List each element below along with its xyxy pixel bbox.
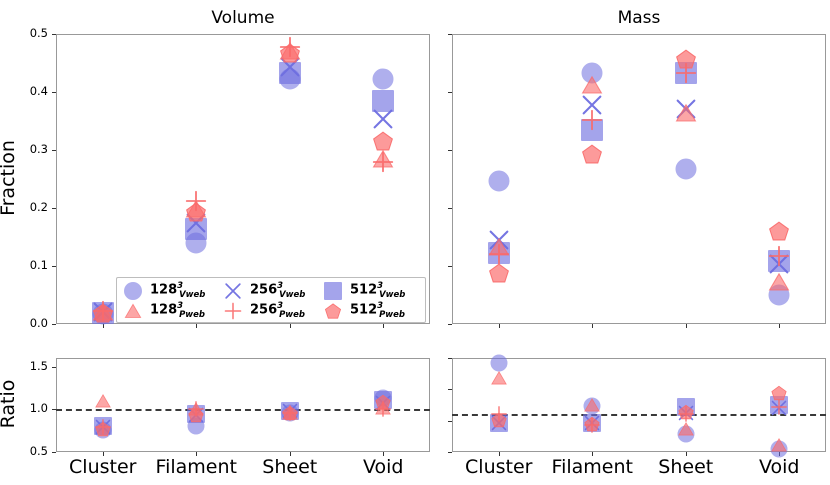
volume-fraction-xtick	[102, 324, 104, 328]
volume-ratio-ytick-label: 1.5	[29, 358, 48, 373]
mass-fraction-ytick	[448, 266, 452, 267]
volume-fraction-ytick-label: 0.3	[29, 142, 48, 156]
volume-ratio-ytick	[52, 366, 56, 368]
volume-fraction-ytick	[52, 266, 56, 267]
xtick-label-cluster: Cluster	[69, 456, 137, 478]
marker-x-icon	[224, 282, 242, 300]
ratio-axis-label: Ratio	[0, 379, 19, 429]
xtick-label-cluster: Cluster	[465, 456, 533, 478]
xtick-label-void: Void	[759, 456, 800, 478]
marker-plus-icon	[224, 302, 242, 320]
volume-ratio-xtick	[383, 452, 385, 456]
legend-item-256_pweb[interactable]: 2563Pweb	[221, 301, 321, 321]
mass-fraction-ytick	[448, 34, 452, 35]
volume-fraction-ytick-label: 0.4	[29, 84, 48, 98]
volume-panel-title: Volume	[211, 8, 275, 28]
xtick-label-sheet: Sheet	[658, 456, 714, 478]
volume-fraction-ytick	[52, 150, 56, 151]
fraction-axis-label: Fraction	[0, 140, 19, 216]
legend-marker-256_vweb	[221, 281, 245, 301]
legend-box: 1283Vweb 2563Vweb 5123Vweb 1283Pweb 2563Pweb…	[116, 277, 426, 323]
legend-marker-256_pweb	[221, 301, 245, 321]
legend-item-512_pweb[interactable]: 5123Pweb	[321, 301, 421, 321]
mass-fraction-ytick	[448, 208, 452, 209]
volume-fraction-ytick-label: 0.0	[29, 316, 48, 330]
mass-ratio-ytick	[448, 420, 452, 422]
mass-ratio-ytick	[448, 389, 452, 391]
legend-marker-512_vweb	[321, 281, 345, 301]
volume-ratio-ytick-label: 1.0	[29, 401, 48, 416]
legend-item-256_vweb[interactable]: 2563Vweb	[221, 281, 321, 301]
mass-fraction-ytick	[448, 150, 452, 151]
marker-square-icon	[324, 282, 342, 300]
volume-fraction-ytick-label: 0.1	[29, 258, 48, 272]
volume-fraction-ytick	[52, 92, 56, 93]
mass-ratio-ytick	[448, 452, 452, 453]
legend-marker-512_pweb	[321, 301, 345, 321]
mass-fraction-xtick	[685, 324, 687, 328]
mass-fraction-xtick	[498, 324, 500, 328]
legend-item-128_vweb[interactable]: 1283Vweb	[121, 281, 221, 301]
legend-label-512_vweb: 5123Vweb	[350, 281, 406, 301]
volume-fraction-ytick	[52, 34, 56, 35]
legend-label-128_pweb: 1283Pweb	[150, 301, 205, 321]
xtick-label-void: Void	[363, 456, 404, 478]
volume-fraction-xtick	[196, 324, 198, 328]
xtick-label-filament: Filament	[551, 456, 633, 478]
legend-label-256_vweb: 2563Vweb	[250, 281, 306, 301]
mass-ratio-xtick	[685, 452, 687, 456]
volume-ratio-ytick	[52, 452, 56, 453]
volume-fraction-xtick	[289, 324, 291, 328]
legend-marker-128_vweb	[121, 281, 145, 301]
marker-triangle-icon	[124, 303, 142, 320]
volume-fraction-ytick	[52, 208, 56, 209]
legend-label-512_pweb: 5123Pweb	[350, 301, 405, 321]
volume-fraction-axes	[56, 34, 430, 324]
volume-fraction-ytick	[52, 324, 56, 325]
volume-fraction-ytick-label: 0.2	[29, 200, 48, 214]
mass-ratio-ytick	[448, 358, 452, 359]
volume-fraction-xtick	[383, 324, 385, 328]
volume-ratio-ytick-label: 0.5	[29, 444, 48, 458]
mass-panel-title: Mass	[617, 8, 661, 28]
mass-ratio-axes	[452, 358, 826, 452]
legend-label-256_pweb: 2563Pweb	[250, 301, 305, 321]
mass-fraction-xtick	[779, 324, 781, 328]
mass-fraction-ytick	[448, 324, 452, 325]
mass-ratio-reference-line	[452, 414, 826, 417]
mass-fraction-xtick	[592, 324, 594, 328]
legend-item-512_vweb[interactable]: 5123Vweb	[321, 281, 421, 301]
xtick-label-filament: Filament	[155, 456, 237, 478]
volume-fraction-ytick-label: 0.5	[29, 26, 48, 40]
volume-ratio-ytick	[52, 409, 56, 411]
marker-pentagon-icon	[324, 303, 342, 320]
volume-ratio-reference-line	[56, 409, 430, 412]
mass-fraction-ytick	[448, 92, 452, 93]
legend-marker-128_pweb	[121, 301, 145, 321]
mass-ratio-xtick	[498, 452, 500, 456]
mass-ratio-xtick	[592, 452, 594, 456]
mass-fraction-axes	[452, 34, 826, 324]
volume-ratio-xtick	[196, 452, 198, 456]
legend-item-128_pweb[interactable]: 1283Pweb	[121, 301, 221, 321]
volume-ratio-axes	[56, 358, 430, 452]
marker-circle-icon	[124, 282, 142, 300]
xtick-label-sheet: Sheet	[262, 456, 318, 478]
volume-ratio-xtick	[102, 452, 104, 456]
volume-ratio-xtick	[289, 452, 291, 456]
legend-label-128_vweb: 1283Vweb	[150, 281, 206, 301]
